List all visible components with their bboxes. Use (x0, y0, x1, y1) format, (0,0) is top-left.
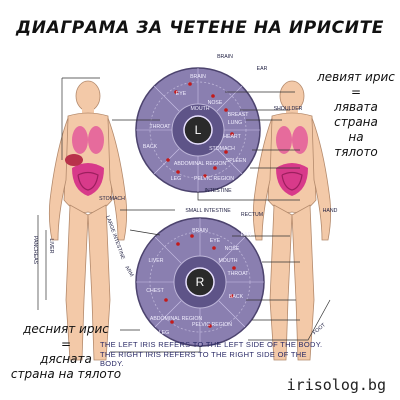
right-iris-zone-label: BRAIN (192, 228, 208, 234)
left-iris (135, 67, 261, 193)
annotation-line: лявата (334, 100, 378, 114)
right-iris (135, 217, 265, 347)
left-iris-zone-label: THROAT (150, 124, 172, 130)
right-iris-zone-label: EAR (241, 232, 252, 238)
left-iris-zone-label: SPLEEN (226, 158, 247, 164)
left-iris-zone-label: LEG (171, 176, 181, 182)
body-zone-label: PANCREAS (32, 236, 38, 265)
left-iris-zone-label: HEART (223, 134, 241, 140)
right-iris-center-letter: R (196, 275, 205, 289)
left-iris-annotation: левият ирис = лявата страна на тялото (316, 70, 396, 160)
right-iris-zone-label: NOSE (225, 246, 240, 252)
annotation-line: страна (334, 115, 378, 129)
left-iris-center-letter: L (195, 123, 202, 137)
right-iris-zone-label: LIVER (149, 258, 164, 264)
watermark: irisolog.bg (286, 376, 386, 394)
right-iris-annotation: десният ирис = дясната страна на тялото (6, 322, 126, 382)
body-zone-label: RECTUM (241, 212, 263, 218)
left-iris-zone-label: EYE (176, 91, 187, 97)
left-iris-zone-label: MOUTH (190, 106, 209, 112)
body-zone-label: EAR (257, 66, 268, 72)
connector-lines (37, 77, 331, 353)
left-iris-zone-label: STOMACH (209, 146, 235, 152)
right-iris-zone-label: EYE (210, 238, 221, 244)
left-iris-zone-label: NOSE (208, 100, 223, 106)
right-iris-zone-label: LEG (159, 330, 169, 336)
body-zone-label: HAND (323, 208, 338, 214)
left-iris-zone-label: BRAIN (190, 74, 206, 80)
left-iris-zone-label: BREAST (228, 112, 250, 118)
right-iris-zone-label: MOUTH (218, 258, 237, 264)
annotation-line: = (350, 85, 362, 99)
right-iris-zone-label: ABDOMINAL REGION (150, 316, 203, 322)
body-zone-label: FOOT (312, 322, 328, 336)
right-iris-zone-label: BACK (229, 294, 244, 300)
body-zone-label: BRAIN (217, 54, 233, 60)
annotation-line: дясната (40, 352, 92, 366)
annotation-line: = (60, 337, 72, 351)
left-iris-zone-label: LUNG (228, 120, 242, 126)
body-zone-label: STOMACH (99, 196, 125, 202)
body-zone-label: ARM (123, 265, 134, 278)
annotation-line: десният ирис (23, 322, 109, 336)
page-title: ДИАГРАМА ЗА ЧЕТЕНЕ НА ИРИСИТЕ (16, 18, 384, 38)
left-iris-zone-label: PELVIC REGION (194, 176, 234, 182)
footnote-right: THE RIGHT IRIS REFERS TO THE RIGHT SIDE … (100, 350, 307, 368)
body-zone-label: SHOULDER (274, 106, 303, 112)
annotation-line: тялото (334, 145, 378, 159)
body-zone-label: SMALL INTESTINE (185, 208, 231, 214)
body-zone-label: LIVER (48, 239, 54, 254)
annotation-line: на (348, 130, 364, 144)
right-iris-zone-label: CHEST (146, 288, 164, 294)
body-figure-left (48, 80, 128, 361)
right-iris-zone-label: PELVIC REGION (192, 322, 232, 328)
right-iris-zone-label: THROAT (228, 271, 250, 277)
annotation-line: левият ирис (317, 70, 395, 84)
left-iris-zone-label: ABDOMINAL REGION (174, 161, 227, 167)
left-iris-zone-label: BACK (143, 144, 158, 150)
footnote-left: THE LEFT IRIS REFERS TO THE LEFT SIDE OF… (100, 340, 323, 349)
body-figure-right (252, 80, 332, 361)
annotation-line: страна на тялото (10, 367, 122, 381)
body-zone-label: INTESTINE (204, 188, 232, 194)
